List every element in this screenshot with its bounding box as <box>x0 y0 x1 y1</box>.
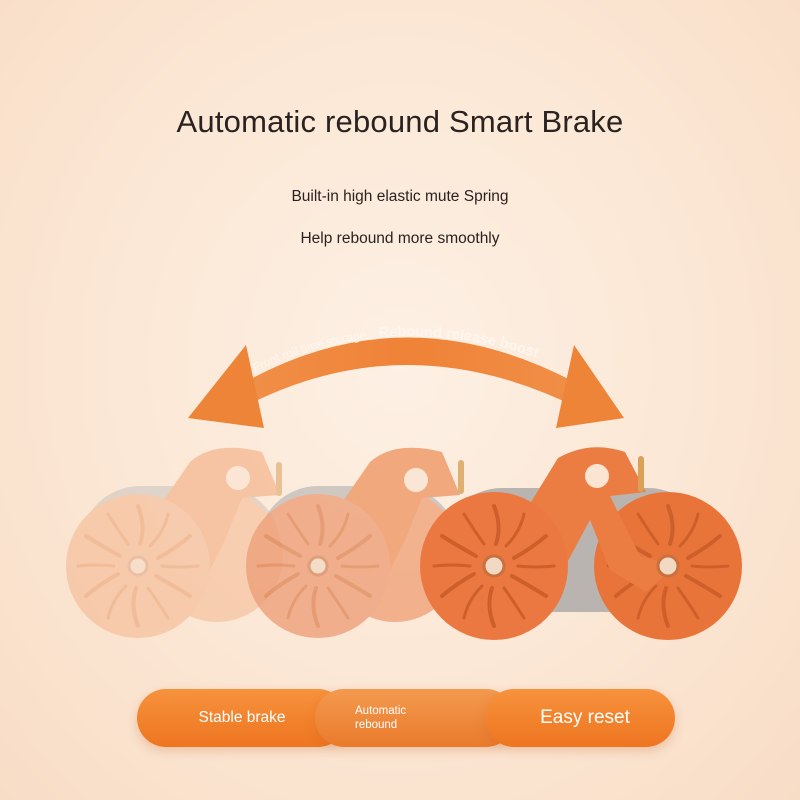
headline: Automatic rebound Smart Brake <box>176 104 624 139</box>
feature-pills: Stable brake Automatic rebound Easy rese… <box>137 689 675 747</box>
roller-right <box>420 447 742 640</box>
rebound-arrow <box>188 337 624 428</box>
subtitle-line-1: Built-in high elastic mute Spring <box>291 188 509 205</box>
feature-automatic-rebound-line1: Automatic <box>355 705 407 717</box>
feature-stable-brake-label: Stable brake <box>198 709 286 726</box>
roller-left-faded <box>66 447 283 638</box>
feature-stable-brake: Stable brake <box>137 689 347 747</box>
feature-automatic-rebound: Automatic rebound <box>315 689 515 747</box>
roller-middle <box>246 447 464 638</box>
feature-automatic-rebound-line2: rebound <box>355 719 398 731</box>
arrow-head-left <box>188 345 264 428</box>
feature-easy-reset-label: Easy reset <box>540 707 630 728</box>
feature-easy-reset: Easy reset <box>485 689 675 747</box>
subtitle-line-2: Help rebound more smoothly <box>300 230 500 247</box>
arrow-head-right <box>556 345 624 428</box>
